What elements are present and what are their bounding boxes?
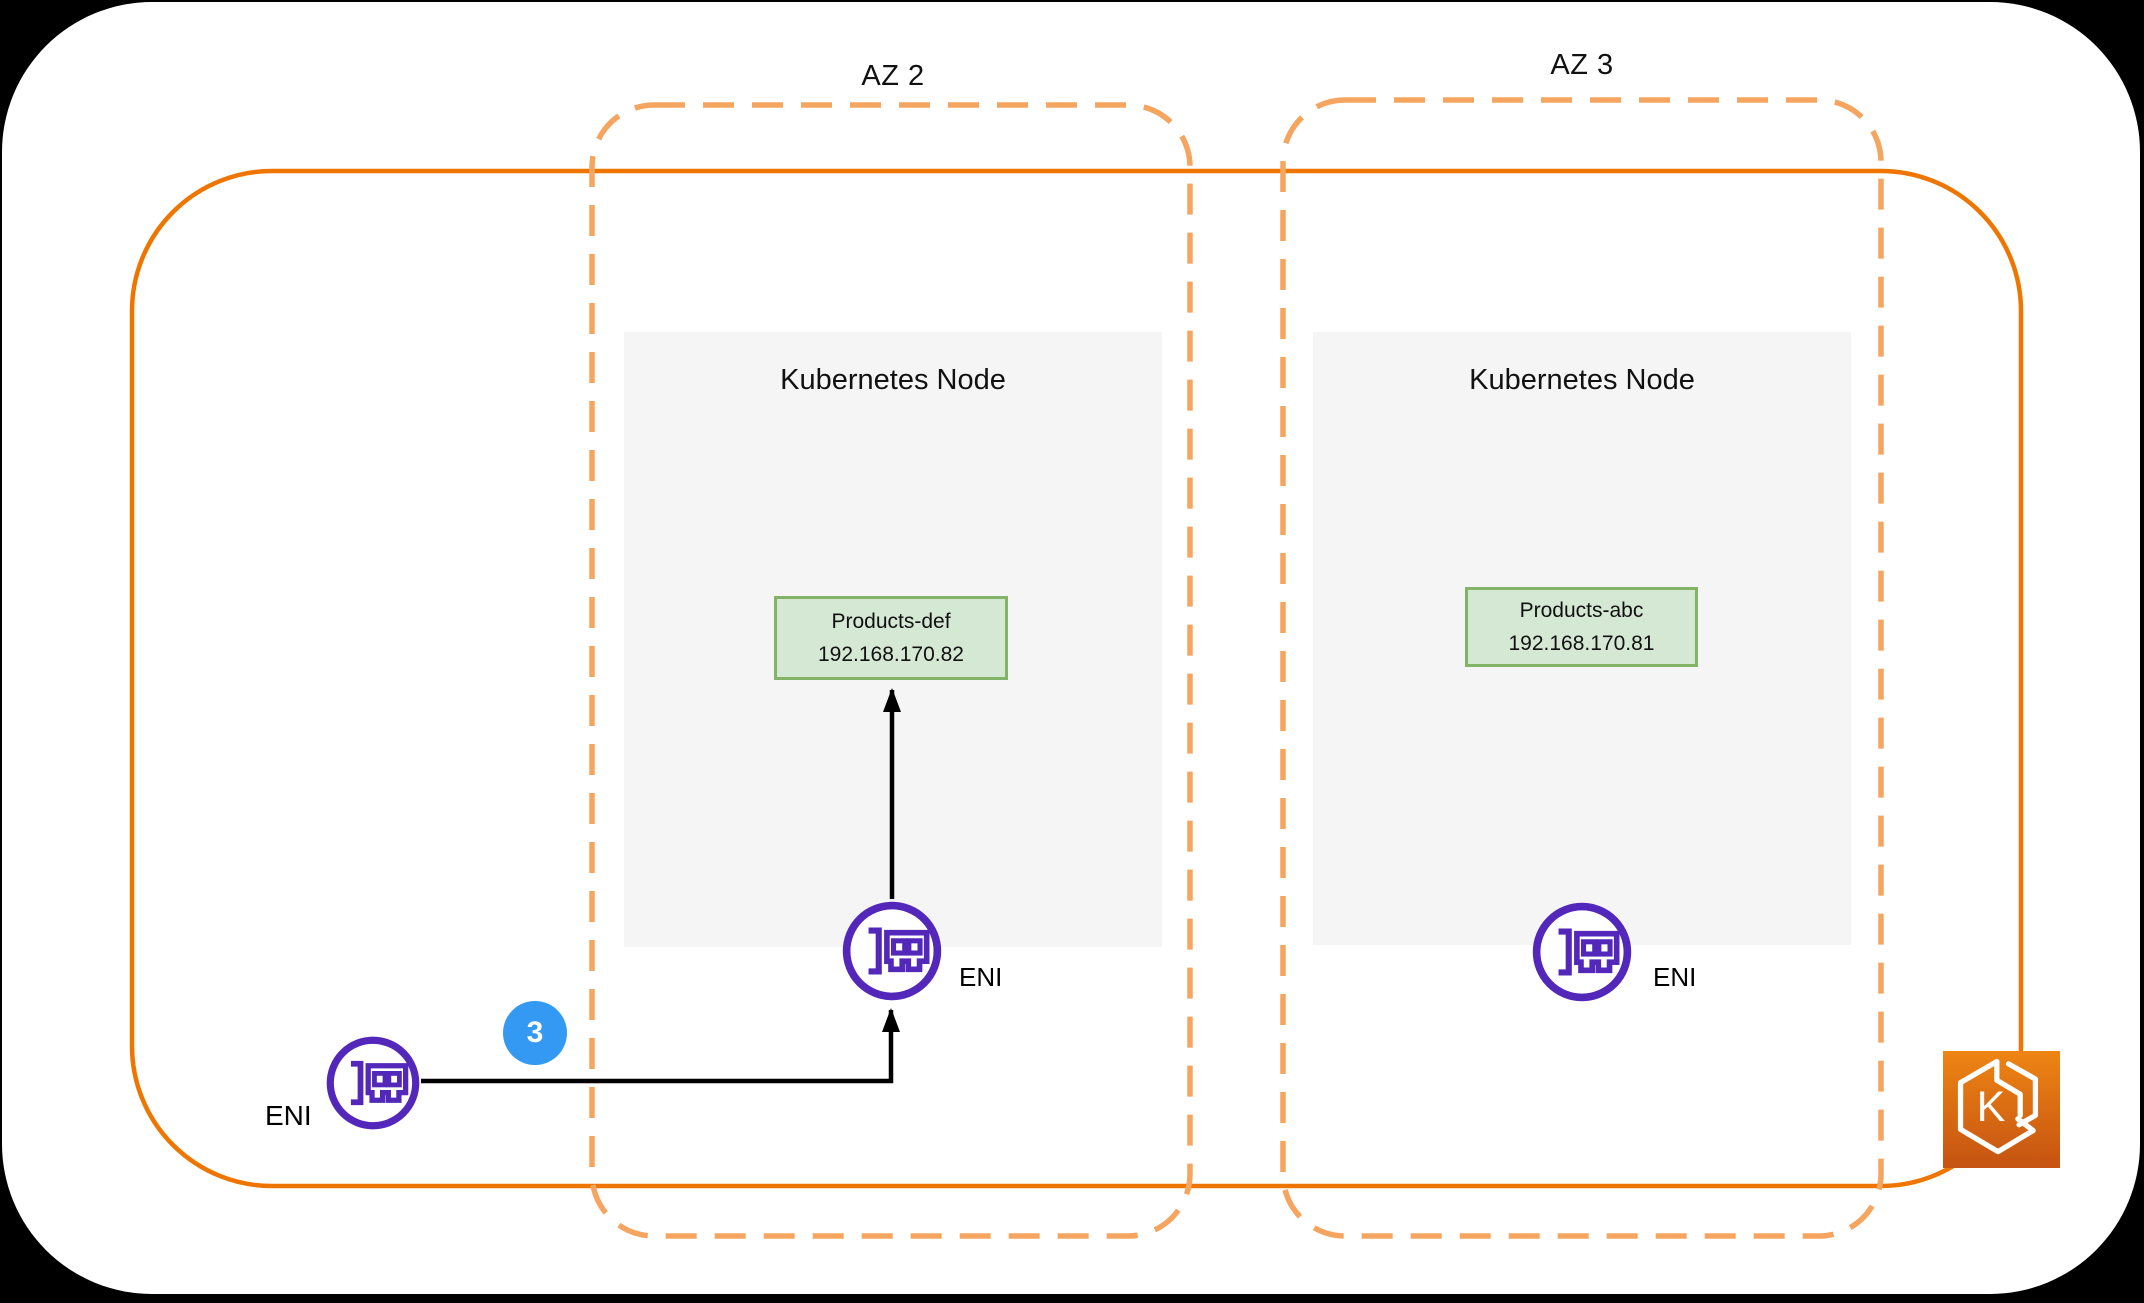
az2-label: AZ 2 [861,60,925,92]
pod-products-abc: Products-abc 192.168.170.81 [1465,587,1698,667]
eks-k-letter: K [1976,1082,2006,1131]
az3-eni-label: ENI [1653,962,1697,992]
eni-icon [1537,907,1628,998]
arrow-external-eni-to-node-eni [421,1008,900,1084]
pod-ip: 192.168.170.82 [818,643,964,666]
external-eni-label: ENI [265,1100,312,1131]
az2-boundary [589,102,1193,1239]
eni-icon [847,906,938,997]
step-3-badge: 3 [503,1001,567,1065]
az3-label: AZ 3 [1550,49,1614,81]
eni-icon [330,1040,415,1125]
pod-ip: 192.168.170.81 [1508,632,1655,655]
eks-hexagon-glyph [1957,1058,2039,1155]
kubernetes-node-title: Kubernetes Node [780,364,1006,396]
pod-name: Products-def [831,610,951,633]
kubernetes-node-title: Kubernetes Node [1469,364,1695,396]
step-3-badge-value: 3 [526,1016,544,1049]
pod-products-def: Products-def 192.168.170.82 [774,596,1008,680]
az3-boundary [1280,97,1884,1239]
pod-name: Products-abc [1519,599,1644,622]
eks-icon: K [1943,1051,2060,1168]
vpc-boundary [129,168,2024,1189]
az2-eni-label: ENI [959,962,1003,992]
